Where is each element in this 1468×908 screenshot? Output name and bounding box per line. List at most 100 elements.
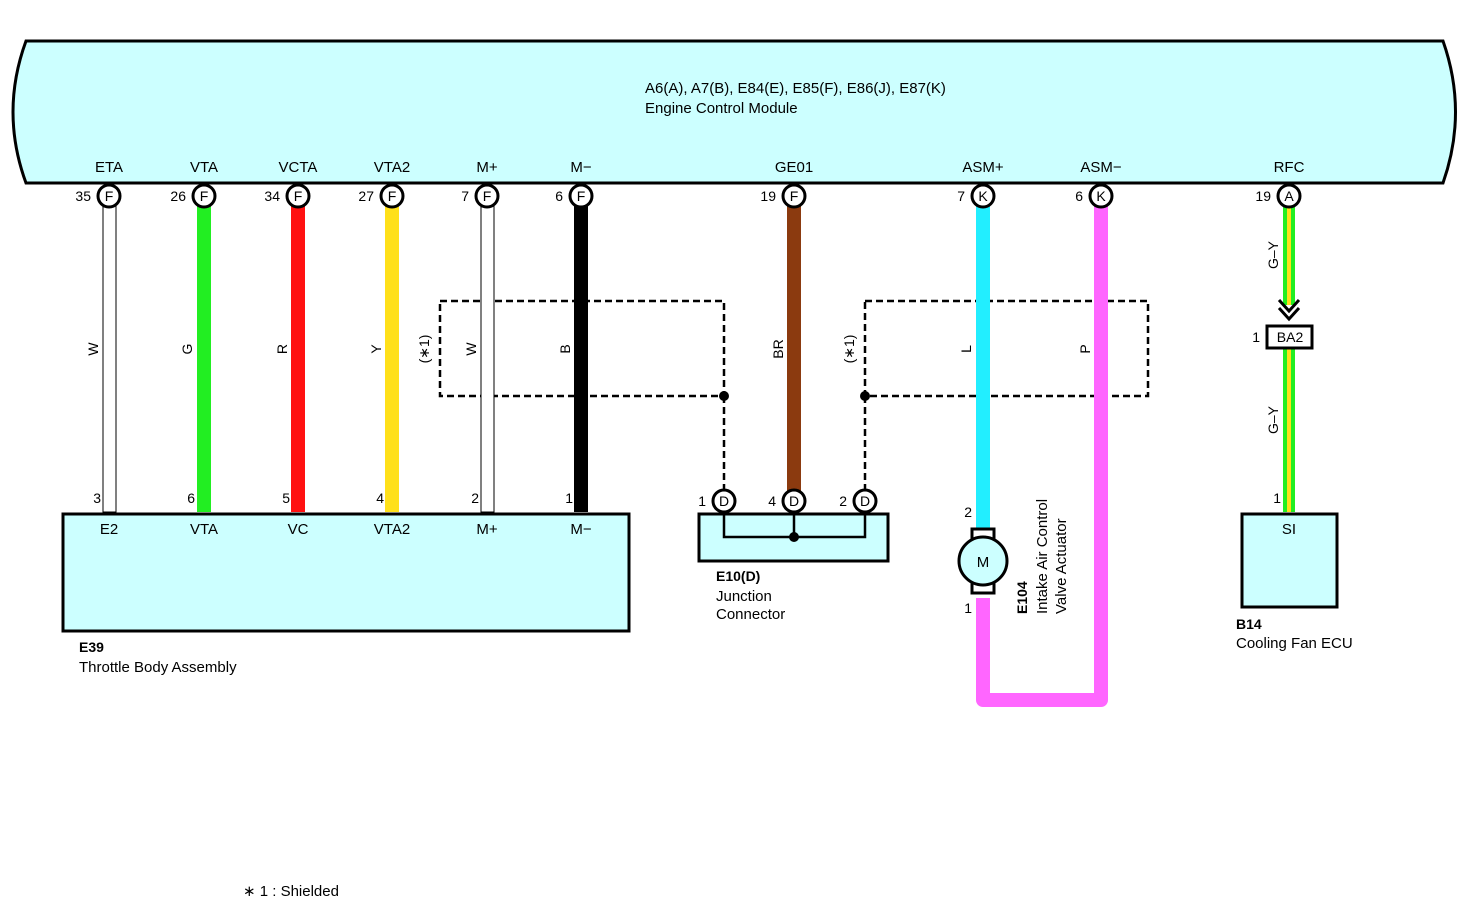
- ecm-terminal-vcta: VCTA: [279, 159, 318, 176]
- throttle-name: Throttle Body Assembly: [79, 659, 237, 676]
- svg-text:F: F: [483, 188, 492, 204]
- ecm-terminal-vta2: VTA2: [374, 159, 410, 176]
- wire-color-w-m-plus: W: [463, 342, 479, 356]
- svg-text:2: 2: [839, 493, 847, 509]
- throttle-pin-1: 1: [565, 490, 573, 506]
- ecm-pin-ge01: F 19: [760, 183, 807, 209]
- svg-text:26: 26: [170, 188, 186, 204]
- throttle-terminal-vta: VTA: [190, 521, 218, 538]
- svg-text:6: 6: [1075, 188, 1083, 204]
- wires: [102, 204, 1295, 707]
- ecm-pin-eta: F 35: [75, 183, 122, 209]
- ecm-terminal-asm-minus: ASM−: [1080, 159, 1122, 176]
- throttle-code: E39: [79, 639, 104, 655]
- fan-ecu-name: Cooling Fan ECU: [1236, 635, 1353, 652]
- svg-text:F: F: [388, 188, 397, 204]
- svg-text:35: 35: [75, 188, 91, 204]
- ecm-codes: A6(A), A7(B), E84(E), E85(F), E86(J), E8…: [645, 80, 946, 97]
- ecm-pin-rfc: A 19: [1255, 183, 1302, 209]
- ecm-pin-asm-minus: K 6: [1075, 183, 1114, 209]
- actuator-name-line2: Valve Actuator: [1053, 518, 1070, 614]
- wire-eta-w: [102, 204, 117, 513]
- inline-connector-pin: 1: [1252, 329, 1260, 345]
- shield-mark-right: (∗1): [841, 335, 857, 364]
- junction-name-line2: Connector: [716, 606, 785, 623]
- shield-footnote: ∗ 1 : Shielded: [243, 883, 339, 900]
- ecm-pins: F 35 F 26 F 34 F 27 F 7 F 6: [75, 183, 1302, 209]
- actuator-motor: M: [957, 527, 1009, 595]
- motor-icon: [957, 535, 1009, 587]
- shield-left-splice: [719, 391, 729, 401]
- svg-text:D: D: [719, 493, 729, 509]
- wire-color-b: B: [557, 344, 573, 353]
- ecm-pin-m-minus: F 6: [555, 183, 594, 209]
- throttle-terminal-m-minus: M−: [570, 521, 591, 538]
- shield-mark-left: (∗1): [416, 335, 432, 364]
- junction-splice: [789, 532, 799, 542]
- svg-text:D: D: [789, 493, 799, 509]
- svg-text:D: D: [860, 493, 870, 509]
- wire-color-w-eta: W: [85, 342, 101, 356]
- throttle-terminal-e2: E2: [100, 521, 118, 538]
- svg-text:19: 19: [1255, 188, 1271, 204]
- throttle-body-block: [61, 512, 631, 633]
- svg-text:F: F: [105, 188, 114, 204]
- junction-code: E10(D): [716, 568, 760, 584]
- throttle-pin-6: 6: [187, 490, 195, 506]
- svg-text:F: F: [790, 188, 799, 204]
- inline-connector-label: BA2: [1277, 329, 1304, 345]
- svg-text:7: 7: [461, 188, 469, 204]
- ecm-pin-asm-plus: K 7: [957, 183, 996, 209]
- throttle-terminal-m-plus: M+: [476, 521, 497, 538]
- wire-color-g: G: [179, 344, 195, 355]
- svg-text:F: F: [577, 188, 586, 204]
- svg-text:K: K: [1096, 188, 1106, 204]
- ecm-terminal-asm-plus: ASM+: [962, 159, 1004, 176]
- svg-text:4: 4: [768, 493, 776, 509]
- ecm-name: Engine Control Module: [645, 100, 798, 117]
- fan-ecu-pin-1: 1: [1273, 490, 1281, 506]
- ecm-pin-vta2: F 27: [358, 183, 405, 209]
- actuator-pin-2: 2: [964, 504, 972, 520]
- svg-text:A: A: [1284, 188, 1294, 204]
- wire-asm-minus-p: [976, 205, 1108, 707]
- svg-text:19: 19: [760, 188, 776, 204]
- throttle-pin-5: 5: [282, 490, 290, 506]
- junction-pin-1: D 1: [698, 488, 737, 514]
- wire-m-plus-w: [480, 204, 495, 513]
- svg-text:K: K: [978, 188, 988, 204]
- wire-color-br: BR: [770, 339, 786, 358]
- svg-text:F: F: [200, 188, 209, 204]
- svg-text:27: 27: [358, 188, 374, 204]
- junction-name-line1: Junction: [716, 588, 772, 605]
- connector-chevron-icon: [1277, 298, 1301, 314]
- ecm-terminal-ge01: GE01: [775, 159, 813, 176]
- throttle-pin-4: 4: [376, 490, 384, 506]
- inline-connector-ba2: BA2 1: [1252, 298, 1314, 350]
- actuator-code: E104: [1014, 581, 1030, 614]
- svg-text:1: 1: [698, 493, 706, 509]
- ecm-block: [11, 39, 1457, 185]
- ecm-pin-vta: F 26: [170, 183, 217, 209]
- ecm-terminal-m-minus: M−: [570, 159, 591, 176]
- wire-color-r: R: [274, 344, 290, 354]
- actuator-name-line1: Intake Air Control: [1034, 499, 1051, 614]
- ecm-terminal-m-plus: M+: [476, 159, 497, 176]
- junction-pin-2: D 2: [839, 488, 878, 514]
- shield-right-splice: [860, 391, 870, 401]
- svg-text:34: 34: [264, 188, 280, 204]
- ecm-pin-m-plus: F 7: [461, 183, 500, 209]
- ecm-pin-vcta: F 34: [264, 183, 311, 209]
- cooling-fan-ecu-block: [1240, 512, 1339, 609]
- junction-pin-4: D 4: [768, 488, 807, 514]
- wire-color-gy-lower: G–Y: [1265, 405, 1281, 434]
- throttle-pin-2: 2: [471, 490, 479, 506]
- shield-right: [863, 299, 1150, 398]
- fan-ecu-code: B14: [1236, 616, 1262, 632]
- actuator-pin-1: 1: [964, 600, 972, 616]
- throttle-terminal-vc: VC: [288, 521, 309, 538]
- fan-ecu-terminal-si: SI: [1282, 521, 1296, 538]
- wire-color-y: Y: [368, 344, 384, 354]
- wire-color-l: L: [958, 345, 974, 353]
- throttle-pin-3: 3: [93, 490, 101, 506]
